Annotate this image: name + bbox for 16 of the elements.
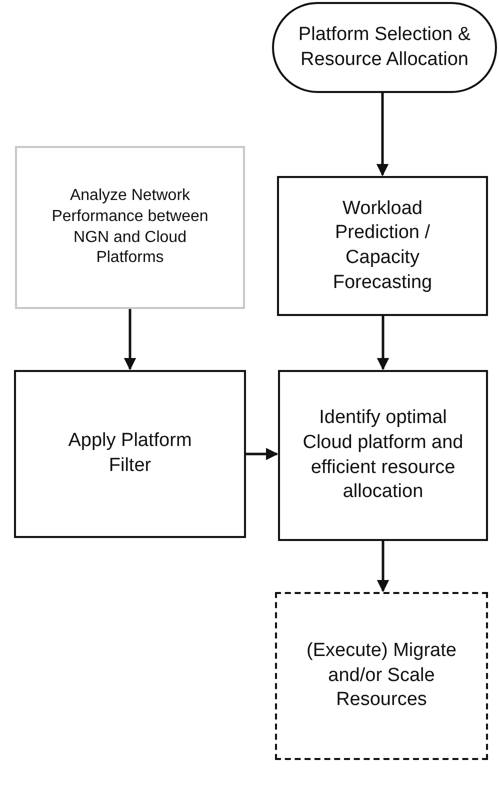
node-text: Identify optimal Cloud platform and efficient resource allocation — [302, 406, 464, 504]
node-text: Workload Prediction / Capacity Forecasting — [332, 196, 434, 295]
arrow — [376, 316, 390, 370]
node-text: (Execute) Migrate and/or Scale Resources — [306, 638, 458, 712]
process-box — [15, 146, 245, 309]
arrow — [124, 309, 136, 370]
node-text: Platform Selection & Resource Allocation — [297, 22, 472, 72]
arrow — [376, 93, 389, 176]
arrow — [246, 448, 278, 460]
process-box — [278, 370, 488, 541]
node-text: Apply Platform Filter — [67, 429, 193, 478]
arrow — [376, 541, 390, 592]
process-box — [14, 370, 246, 538]
process-box — [277, 176, 488, 316]
dashed-process-box — [275, 592, 488, 760]
node-text: Analyze Network Performance between NGN and Cloud Platforms — [50, 186, 210, 268]
